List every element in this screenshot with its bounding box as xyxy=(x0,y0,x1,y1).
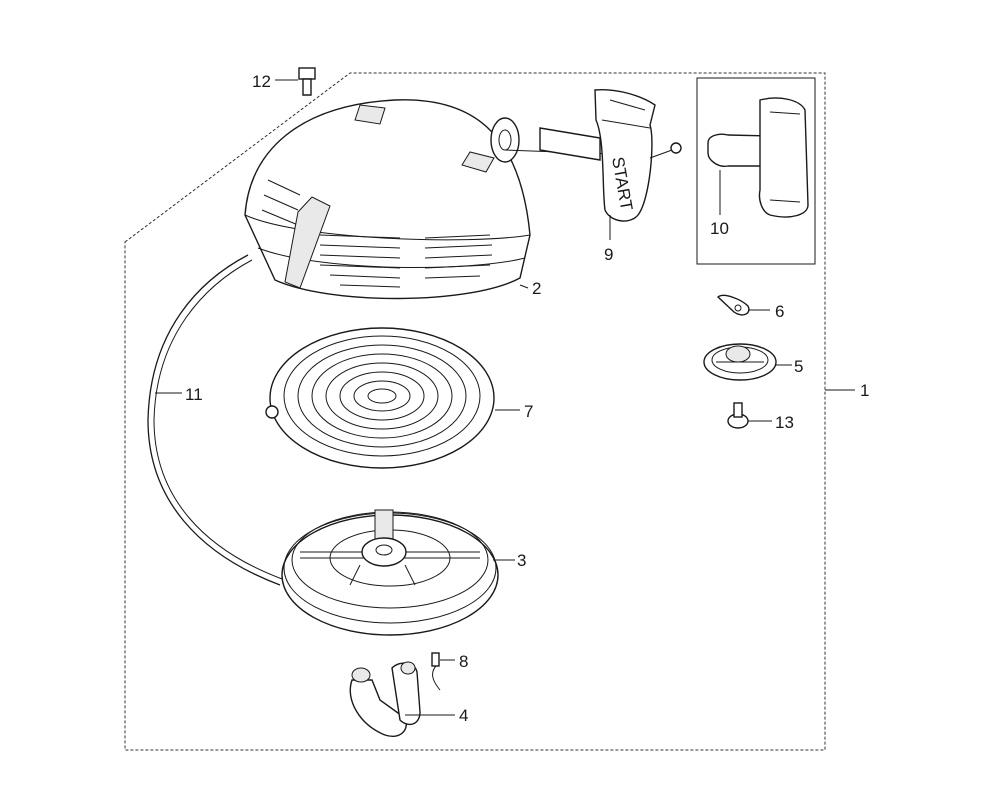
part-friction-plate xyxy=(703,343,777,381)
part-recoil-spring xyxy=(265,327,495,469)
callout-6: 6 xyxy=(775,302,784,321)
inset-box xyxy=(696,77,816,265)
callout-11: 11 xyxy=(185,385,203,404)
callout-10: 10 xyxy=(710,219,729,238)
callout-2: 2 xyxy=(532,279,541,298)
part-starter-grip: START xyxy=(504,88,682,222)
callout-13: 13 xyxy=(775,413,794,432)
callout-9: 9 xyxy=(604,245,613,264)
part-alternate-grip xyxy=(707,97,809,218)
part-starter-rope xyxy=(147,254,281,586)
leader-lines xyxy=(155,79,855,716)
callout-5: 5 xyxy=(794,357,803,376)
part-ratchet xyxy=(349,661,421,737)
part-pawl-spring xyxy=(431,652,441,691)
callout-7: 7 xyxy=(524,402,533,421)
callout-8: 8 xyxy=(459,652,468,671)
part-reel xyxy=(281,509,499,636)
part-clip xyxy=(716,294,750,316)
callout-4: 4 xyxy=(459,706,468,725)
part-starter-case xyxy=(244,99,531,300)
callout-3: 3 xyxy=(517,551,526,570)
callout-12: 12 xyxy=(252,72,271,91)
part-bolt-top xyxy=(298,67,316,96)
callout-1: 1 xyxy=(860,381,869,400)
part-screw xyxy=(727,402,749,429)
